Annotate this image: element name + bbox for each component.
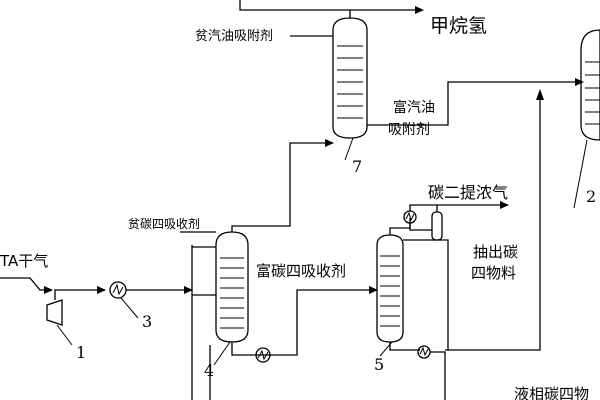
rich-gasoline-absorbent-label-1: 富汽油: [393, 99, 435, 116]
leader-line-4: [213, 341, 231, 366]
methane-hydrogen-label: 甲烷氢: [430, 15, 487, 37]
right-column: [580, 29, 600, 141]
leader-line-3: [120, 297, 139, 319]
callout-5: 5: [374, 355, 384, 374]
overhead-line: [239, 0, 351, 18]
leader-line-1: [56, 324, 73, 346]
reboiler-icon: [417, 345, 431, 359]
heat-exchanger-icon: [255, 347, 271, 363]
extract-c4-label-1: 抽出碳: [473, 243, 518, 261]
bottom-partial-label: 液相碳四物: [514, 385, 589, 400]
callout-1: 1: [76, 343, 86, 362]
rich-c4-absorbent-label: 富碳四吸收剂: [256, 262, 346, 280]
callout-2: 2: [586, 187, 596, 206]
extract-c4-label-2: 四物料: [471, 264, 516, 282]
arrow-icon: [415, 6, 424, 14]
feed-cooler-icon: [109, 281, 127, 299]
reflux-drum: [431, 211, 443, 241]
feed-gas-label: TA干气: [0, 252, 48, 270]
callout-4: 4: [204, 361, 214, 380]
leader-line-2: [573, 139, 588, 209]
lean-gasoline-absorbent-label: 贫汽油吸附剂: [195, 28, 273, 44]
c2-column: [376, 234, 404, 343]
compressor-icon: [46, 299, 63, 326]
callout-7: 7: [352, 157, 362, 176]
lean-c4-absorbent-label: 贫碳四吸收剂: [128, 216, 200, 231]
gasoline-absorber-column: [332, 17, 368, 139]
rich-gasoline-line: [367, 81, 581, 126]
rich-gasoline-absorbent-label-2: 吸附剂: [388, 122, 430, 138]
c2-concentrate-label: 碳二提浓气: [428, 183, 508, 202]
leader-line-7: [344, 137, 354, 161]
leader-line-5: [379, 341, 393, 357]
c4-absorber-column: [215, 231, 249, 343]
callout-3: 3: [142, 312, 152, 331]
